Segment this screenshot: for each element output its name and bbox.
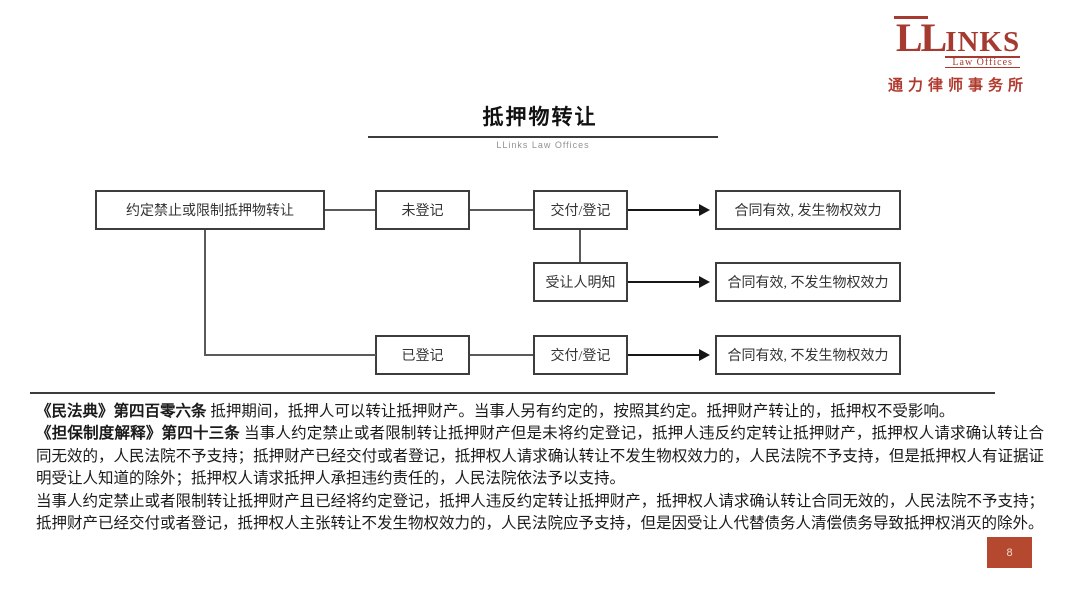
- logo-law-offices-text: Law Offices: [945, 56, 1021, 69]
- arrow-right-icon: [628, 349, 710, 361]
- statute-text-block: 《民法典》第四百零六条 抵押期间，抵押人可以转让抵押财产。当事人另有约定的，按照…: [36, 401, 1044, 535]
- logo-ll-text: LL: [895, 15, 947, 60]
- statute-paragraph-guarantee-interp: 《担保制度解释》第四十三条 当事人约定禁止或者限制转让抵押财产但是未将约定登记，…: [36, 423, 1044, 490]
- statute-head-guarantee-interp: 《担保制度解释》第四十三条: [36, 425, 240, 443]
- statute-paragraph-civil-code: 《民法典》第四百零六条 抵押期间，抵押人可以转让抵押财产。当事人另有约定的，按照…: [36, 401, 1044, 423]
- page-number-badge: 8: [987, 537, 1032, 568]
- flow-node-condition: 约定禁止或限制抵押物转让: [95, 190, 325, 230]
- connector-line: [470, 209, 533, 211]
- statute-body-guarantee-interp: 当事人约定禁止或者限制转让抵押财产但是未将约定登记，抵押人违反约定转让抵押财产，…: [36, 425, 1044, 488]
- flow-node-delivery-reg-2: 交付/登记: [533, 335, 628, 375]
- flow-node-result-3: 合同有效, 不发生物权效力: [715, 335, 901, 375]
- connector-line: [204, 230, 206, 356]
- connector-line: [579, 230, 581, 262]
- connector-line: [470, 354, 533, 356]
- connector-line: [325, 209, 375, 211]
- flow-node-result-2: 合同有效, 不发生物权效力: [715, 262, 901, 302]
- flow-node-result-1: 合同有效, 发生物权效力: [715, 190, 901, 230]
- flow-node-delivery-reg-1: 交付/登记: [533, 190, 628, 230]
- title-subtitle: LLinks Law Offices: [496, 140, 590, 150]
- logo-inks-text: INKS: [945, 26, 1021, 58]
- arrow-right-icon: [628, 204, 710, 216]
- logo-accent-bar: [893, 16, 928, 19]
- logo-chinese-name: 通力律师事务所: [887, 78, 1028, 95]
- title-underline: [368, 136, 718, 138]
- flow-node-transferee-knows: 受让人明知: [533, 262, 628, 302]
- statute-head-civil-code: 《民法典》第四百零六条: [36, 403, 207, 420]
- statute-body-civil-code: 抵押期间，抵押人可以转让抵押财产。当事人另有约定的，按照其约定。抵押财产转让的，…: [210, 403, 955, 420]
- statute-paragraph-continuation: 当事人约定禁止或者限制转让抵押财产且已经将约定登记，抵押人违反约定转让抵押财产，…: [36, 492, 1044, 533]
- flow-node-registered: 已登记: [375, 335, 470, 375]
- section-divider: [30, 392, 995, 394]
- connector-line: [204, 354, 376, 356]
- page-title: 抵押物转让: [482, 106, 598, 129]
- arrow-right-icon: [628, 276, 710, 288]
- flow-node-not-registered: 未登记: [375, 190, 470, 230]
